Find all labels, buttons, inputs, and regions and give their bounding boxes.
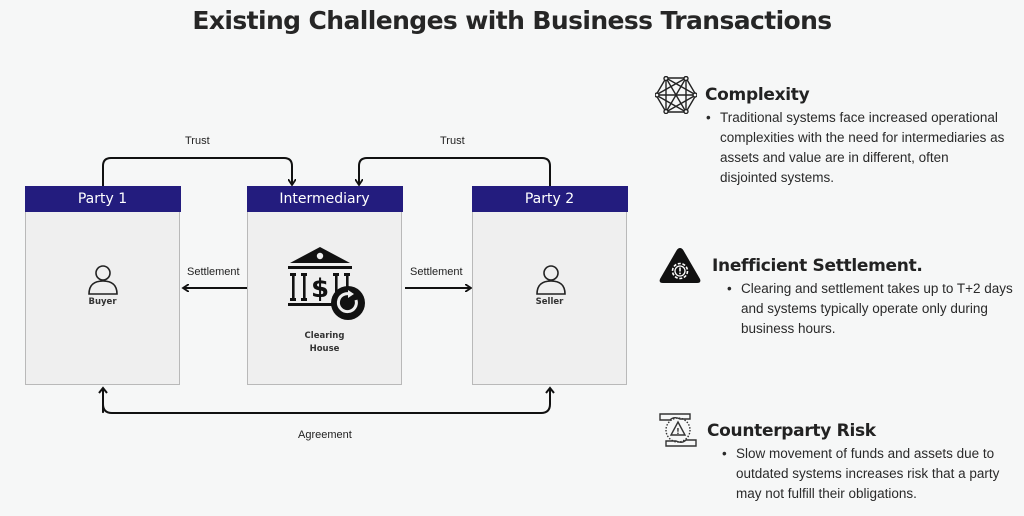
- agreement-arrow: [102, 389, 551, 414]
- counterparty-heading: Counterparty Risk: [707, 421, 876, 441]
- party1-box: Party 1 Buyer: [24, 185, 181, 385]
- complexity-text: Traditional systems face increased opera…: [706, 108, 1006, 188]
- trust-right-arrow: [359, 157, 551, 186]
- trust-left-arrow: [102, 157, 292, 186]
- challenge-settlement: Inefficient Settlement. Clearing and set…: [655, 246, 1015, 346]
- person-icon: [88, 265, 118, 295]
- settlement-right-label: Settlement: [410, 266, 463, 278]
- settlement-heading: Inefficient Settlement.: [712, 256, 923, 276]
- settlement-text: Clearing and settlement takes up to T+2 …: [727, 279, 1017, 339]
- seller-label: Seller: [535, 297, 564, 307]
- intermediary-header: Intermediary: [246, 185, 403, 212]
- intermediary-box: Intermediary $ Clearing House: [246, 185, 403, 385]
- challenge-counterparty: ! Counterparty Risk Slow movement of fun…: [655, 410, 1015, 510]
- party2-box: Party 2 Seller: [471, 185, 628, 385]
- svg-text:$: $: [311, 274, 329, 304]
- clearing-house-label-line1: Clearing: [304, 331, 345, 341]
- counterparty-text: Slow movement of funds and assets due to…: [722, 444, 1017, 504]
- challenge-complexity: Complexity Traditional systems face incr…: [655, 76, 1015, 196]
- hands-risk-icon: !: [659, 413, 697, 447]
- settlement-left-label: Settlement: [187, 266, 240, 278]
- clearing-house-label-line2: House: [309, 344, 340, 354]
- party2-header: Party 2: [471, 185, 628, 212]
- svg-text:!: !: [676, 427, 680, 436]
- buyer-label: Buyer: [88, 297, 117, 307]
- party1-header: Party 1: [24, 185, 181, 212]
- warning-gear-icon: [659, 248, 701, 283]
- bank-refresh-icon: $: [288, 247, 365, 320]
- network-icon: [655, 76, 697, 114]
- agreement-label: Agreement: [298, 429, 352, 441]
- complexity-heading: Complexity: [705, 85, 810, 105]
- trust-left-label: Trust: [185, 135, 210, 147]
- page-title: Existing Challenges with Business Transa…: [192, 6, 832, 35]
- trust-right-label: Trust: [440, 135, 465, 147]
- person-icon: [536, 265, 566, 295]
